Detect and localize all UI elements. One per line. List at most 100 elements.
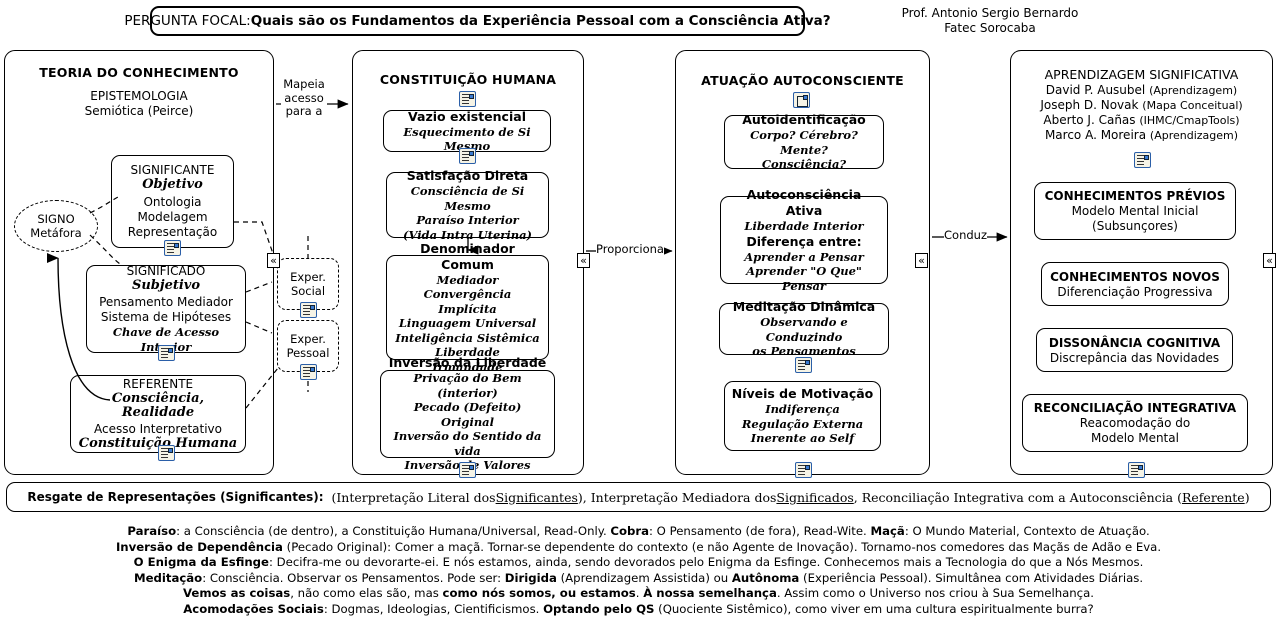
note-term: Dirigida [504, 570, 557, 585]
node-previos-l2: (Subsunçores) [1092, 219, 1178, 233]
node-referente[interactable]: REFERENTE Consciência, Realidade Acesso … [70, 375, 246, 453]
author-note-0: (Aprendizagem) [1149, 84, 1238, 97]
node-autoidentificacao-l1: Corpo? Cérebro? Mente? [750, 128, 858, 157]
edge-label-proporciona-text: Proporciona [596, 242, 664, 256]
node-niveis-l3: Inerente ao Self [750, 431, 855, 446]
resource-list-icon[interactable] [459, 91, 476, 107]
resgate-banner: Resgate de Representações (Significantes… [6, 482, 1271, 512]
edge-label-mapeia: Mapeia acesso para a [281, 77, 327, 119]
author-institution: Fatec Sorocaba [944, 21, 1036, 35]
node-conhecimentos-previos[interactable]: CONHECIMENTOS PRÉVIOS Modelo Mental Inic… [1034, 182, 1236, 240]
resource-list-icon[interactable] [795, 462, 812, 478]
node-satisfacao-title: Satisfação Direta [406, 168, 529, 183]
node-autoidentificacao[interactable]: Autoidentificação Corpo? Cérebro? Mente?… [724, 112, 884, 171]
resource-list-icon[interactable] [300, 302, 317, 318]
node-autoconsciencia-title: Autoconsciência Ativa [746, 187, 862, 218]
node-denominador-l5: Liberdade [435, 345, 500, 360]
node-niveis-l2: Regulação Externa [741, 416, 864, 431]
node-vazio-l1: Esquecimento de Si Mesmo [403, 124, 531, 154]
node-signo-sub: Metáfora [30, 226, 82, 240]
chevron-left-icon: « [580, 254, 587, 267]
resource-list-icon[interactable] [164, 240, 181, 256]
author-row-2: Aberto J. Cañas (IHMC/CmapTools) [1011, 113, 1272, 128]
node-denominador-title: Denominador Comum [420, 240, 515, 272]
node-autoconsciencia-l1: Liberdade Interior [744, 219, 864, 233]
note-term: como nós somos, ou estamos [442, 586, 636, 601]
resource-list-icon[interactable] [459, 148, 476, 164]
node-meditacao-l2: os Pensamentos [752, 344, 856, 359]
node-denominador-comum[interactable]: Denominador Comum Mediador Convergência … [386, 241, 549, 374]
column-title-aprendizagem: APRENDIZAGEM SIGNIFICATIVA [1044, 67, 1239, 82]
node-previos-title: CONHECIMENTOS PRÉVIOS [1044, 189, 1226, 203]
resource-list-icon[interactable] [158, 345, 175, 361]
node-meditacao-l1: Observando e Conduzindo [760, 315, 848, 344]
author-note-3: (Aprendizagem) [1149, 129, 1239, 142]
note-text: (Experiência Pessoal). Simultânea com At… [799, 570, 1144, 585]
chevron-left-icon: « [918, 254, 925, 267]
node-satisfacao-l2: Paraíso Interior [416, 213, 519, 227]
resgate-p2: ), Interpretação Mediadora dos [577, 489, 777, 505]
resgate-p4: ) [1244, 489, 1250, 505]
node-inversao-title: Inversão da Liberdade [388, 355, 547, 371]
column-title-atuacao: ATUAÇÃO AUTOCONSCIENTE [701, 73, 904, 88]
node-meditacao-dinamica[interactable]: Meditação Dinâmica Observando e Conduzin… [719, 299, 889, 358]
node-conhecimentos-novos[interactable]: CONHECIMENTOS NOVOS Diferenciação Progre… [1041, 262, 1229, 306]
node-autoconsciencia-ativa[interactable]: Autoconsciência Ativa Liberdade Interior… [720, 187, 888, 293]
collapse-handle-col2[interactable]: « [577, 253, 590, 268]
chevron-left-icon: « [270, 254, 277, 267]
node-dissonancia-title: DISSONÂNCIA COGNITIVA [1048, 335, 1221, 350]
node-inversao-l2: Pecado (Defeito) Original [413, 400, 522, 429]
resgate-u2: Significados [776, 489, 854, 505]
node-significante-l2: Modelagem [137, 210, 208, 225]
note-line: Acomodações Sociais: Dogmas, Ideologias,… [6, 602, 1271, 618]
node-denominador-l3: Linguagem Universal [398, 316, 537, 331]
author-name-0: David P. Ausubel [1045, 83, 1146, 97]
resource-list-icon[interactable] [1128, 462, 1145, 478]
node-reconciliacao-integrativa[interactable]: RECONCILIAÇÃO INTEGRATIVA Reacomodação d… [1022, 394, 1248, 452]
author-row-0: David P. Ausubel (Aprendizagem) [1011, 83, 1272, 98]
node-niveis-l1: Indiferença [765, 402, 840, 417]
resource-list-icon[interactable] [459, 462, 476, 478]
node-significante[interactable]: SIGNIFICANTE Objetivo Ontologia Modelage… [111, 155, 234, 248]
note-term: À nossa semelhança [643, 586, 777, 601]
note-term: Paraíso [127, 524, 177, 538]
edge-label-mapeia-l1: Mapeia [283, 77, 325, 91]
resource-list-icon[interactable] [300, 364, 317, 380]
node-previos-l1: Modelo Mental Inicial [1071, 204, 1199, 218]
note-text: (Aprendizagem Assistida) ou [556, 570, 732, 585]
node-niveis-motivacao[interactable]: Níveis de Motivação Indiferença Regulaçã… [724, 381, 881, 451]
node-exper-social-l2: Social [290, 284, 326, 298]
node-denominador-l4: Inteligência Sistêmica [395, 330, 540, 345]
node-signo[interactable]: SIGNO Metáfora [14, 200, 98, 252]
author-name: Prof. Antonio Sergio Bernardo [901, 6, 1079, 20]
note-term: O Enigma da Esfinge [133, 555, 269, 570]
node-inversao-liberdade[interactable]: Inversão da Liberdade Privação do Bem (i… [380, 355, 555, 472]
note-term: Inversão de Dependência [115, 539, 283, 554]
resource-list-icon[interactable] [1134, 152, 1151, 168]
node-dissonancia-cognitiva[interactable]: DISSONÂNCIA COGNITIVA Discrepância das N… [1036, 328, 1233, 372]
collapse-handle-col1[interactable]: « [267, 253, 280, 268]
node-novos-l1: Diferenciação Progressiva [1057, 284, 1213, 299]
node-significante-l3: Representação [127, 225, 218, 240]
column-title-constituicao: CONSTITUIÇÃO HUMANA [379, 72, 557, 87]
author-name-2: Aberto J. Cañas [1043, 113, 1136, 127]
concept-map-icon[interactable] [793, 92, 810, 108]
node-inversao-l1: Privação do Bem (interior) [413, 371, 522, 400]
author-note-2: (IHMC/CmapTools) [1139, 114, 1240, 127]
node-significado[interactable]: SIGNIFICADO Subjetivo Pensamento Mediado… [86, 264, 246, 354]
node-satisfacao-direta[interactable]: Satisfação Direta Consciência de Si Mesm… [386, 168, 549, 242]
node-vazio-existencial[interactable]: Vazio existencial Esquecimento de Si Mes… [383, 109, 551, 154]
node-significante-l1: Ontologia [143, 195, 202, 210]
note-term: Meditação [133, 570, 203, 585]
collapse-handle-col3[interactable]: « [915, 253, 928, 268]
note-text: (Pecado Original): Comer a maçã. Tornar-… [282, 539, 1162, 554]
author-name-1: Joseph D. Novak [1040, 98, 1139, 112]
collapse-handle-col4[interactable]: « [1263, 253, 1276, 268]
node-signo-title: SIGNO [37, 212, 75, 226]
focal-question-label: PERGUNTA FOCAL: [124, 13, 251, 29]
note-line: Vemos as coisas, não como elas são, mas … [6, 586, 1271, 602]
resource-list-icon[interactable] [795, 357, 812, 373]
resource-list-icon[interactable] [158, 445, 175, 461]
note-text: : Dogmas, Ideologias, Cientificismos. [323, 601, 544, 616]
note-line: O Enigma da Esfinge: Decifra-me ou devor… [6, 555, 1271, 571]
